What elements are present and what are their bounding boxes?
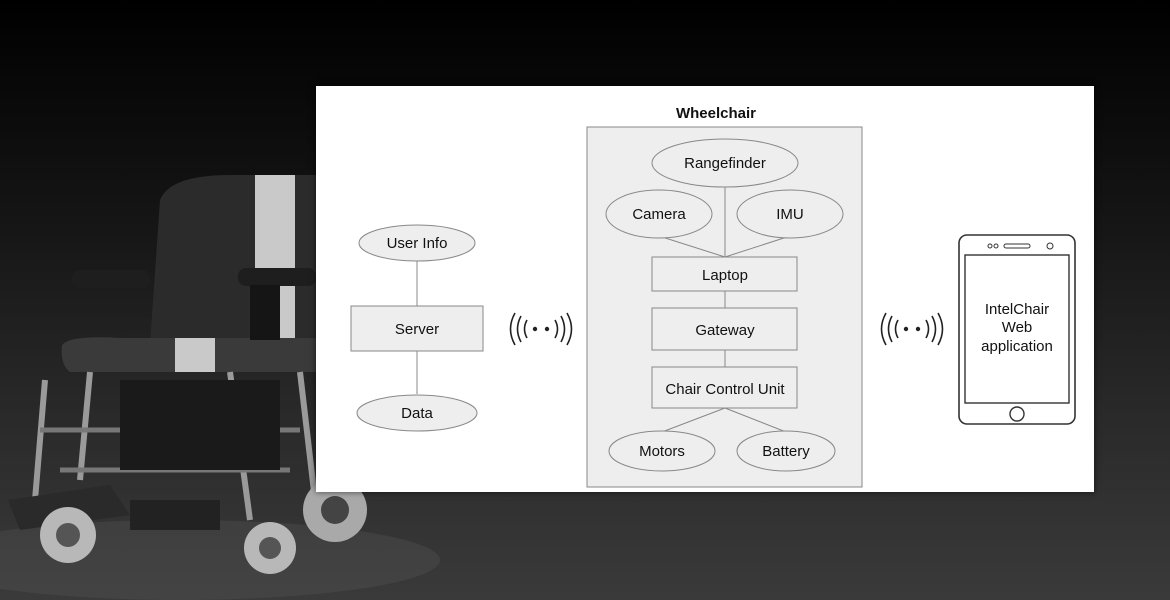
rangefinder-label: Rangefinder xyxy=(684,155,766,172)
architecture-diagram: Wheelchair User Info Server Data Rangefi… xyxy=(350,105,1076,488)
imu-label: IMU xyxy=(776,206,804,223)
data-label: Data xyxy=(401,405,433,422)
wireless-signal-icon xyxy=(509,312,573,346)
system-architecture-panel: Wheelchair User Info Server Data Rangefi… xyxy=(316,86,1094,492)
wheelchair-group-title: Wheelchair xyxy=(676,105,756,122)
camera-node xyxy=(605,189,713,239)
chair-control-unit-label: Chair Control Unit xyxy=(665,381,785,398)
chair-control-unit-node xyxy=(651,366,798,409)
app-label-line2: Web xyxy=(1002,319,1033,336)
laptop-node xyxy=(651,256,798,292)
imu-node xyxy=(736,189,844,239)
wireless-signal-icon xyxy=(880,312,944,346)
gateway-label: Gateway xyxy=(695,322,755,339)
app-label-line3: application xyxy=(981,338,1053,355)
laptop-label: Laptop xyxy=(702,267,748,284)
battery-node xyxy=(736,430,836,472)
app-label-line1: IntelChair xyxy=(985,301,1049,318)
server-node xyxy=(350,305,484,352)
user-info-node xyxy=(358,224,476,262)
rangefinder-node xyxy=(651,138,799,188)
camera-label: Camera xyxy=(632,206,686,223)
user-info-label: User Info xyxy=(387,235,448,252)
wheelchair-connectors xyxy=(658,186,791,433)
gateway-node xyxy=(651,307,798,351)
battery-label: Battery xyxy=(762,443,810,460)
data-node xyxy=(356,394,478,432)
motors-label: Motors xyxy=(639,443,685,460)
smartphone-icon xyxy=(958,234,1076,425)
motors-node xyxy=(608,430,716,472)
server-label: Server xyxy=(395,321,439,338)
